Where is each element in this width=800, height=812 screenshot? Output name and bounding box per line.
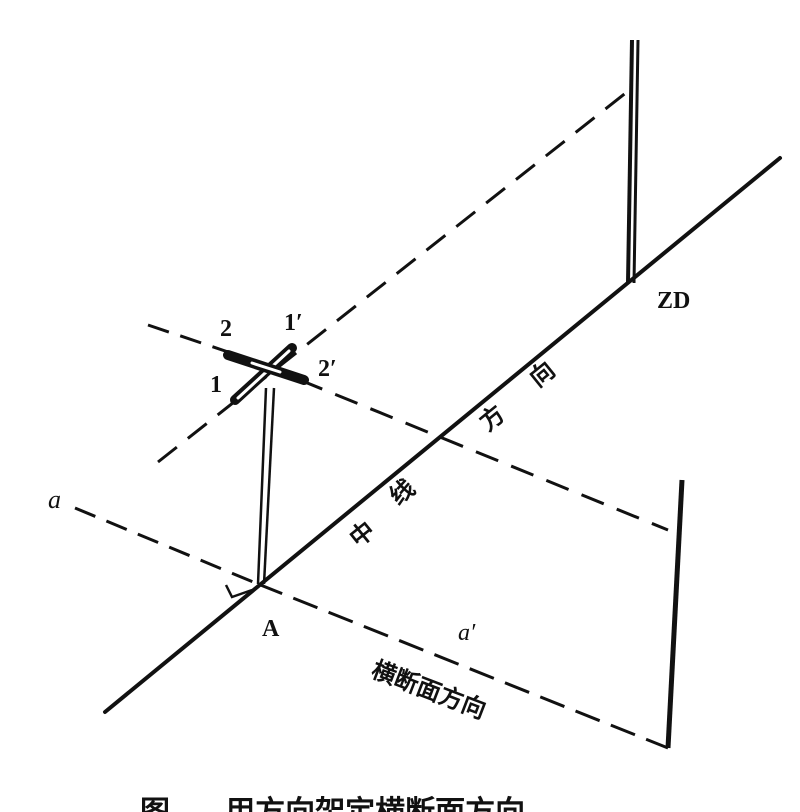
cross-section-pole	[665, 479, 685, 749]
zd-pole-right	[632, 39, 640, 284]
arm-2-label: 2	[220, 316, 232, 342]
staff-pole-right	[262, 387, 276, 585]
point-zd-label: ZD	[657, 288, 690, 314]
right-angle-marker	[224, 584, 253, 599]
staff-pole-left	[256, 387, 268, 585]
arm-2-prime-label: 2′	[318, 356, 337, 382]
line-a-label: a	[48, 485, 61, 514]
point-a-label: A	[262, 616, 280, 642]
figure-caption: 图 ... 用方向架定横断面方向	[140, 795, 525, 812]
arm-1-label: 1	[210, 372, 222, 398]
zd-pole-left	[626, 39, 634, 284]
centerline-char-1: 中	[344, 516, 380, 553]
sight-line-1	[157, 86, 633, 464]
cross-staff-head	[223, 343, 309, 405]
arm-1-prime-label: 1′	[284, 310, 303, 336]
line-a-prime-label: a′	[458, 620, 476, 646]
centerline	[103, 156, 782, 714]
sight-line-2-left	[147, 323, 241, 358]
sight-line-2-right	[299, 378, 669, 532]
cross-section-line-left	[74, 506, 259, 586]
cross-section-direction-label: 横断面方向	[368, 655, 490, 724]
cross-section-line-right	[257, 582, 669, 750]
